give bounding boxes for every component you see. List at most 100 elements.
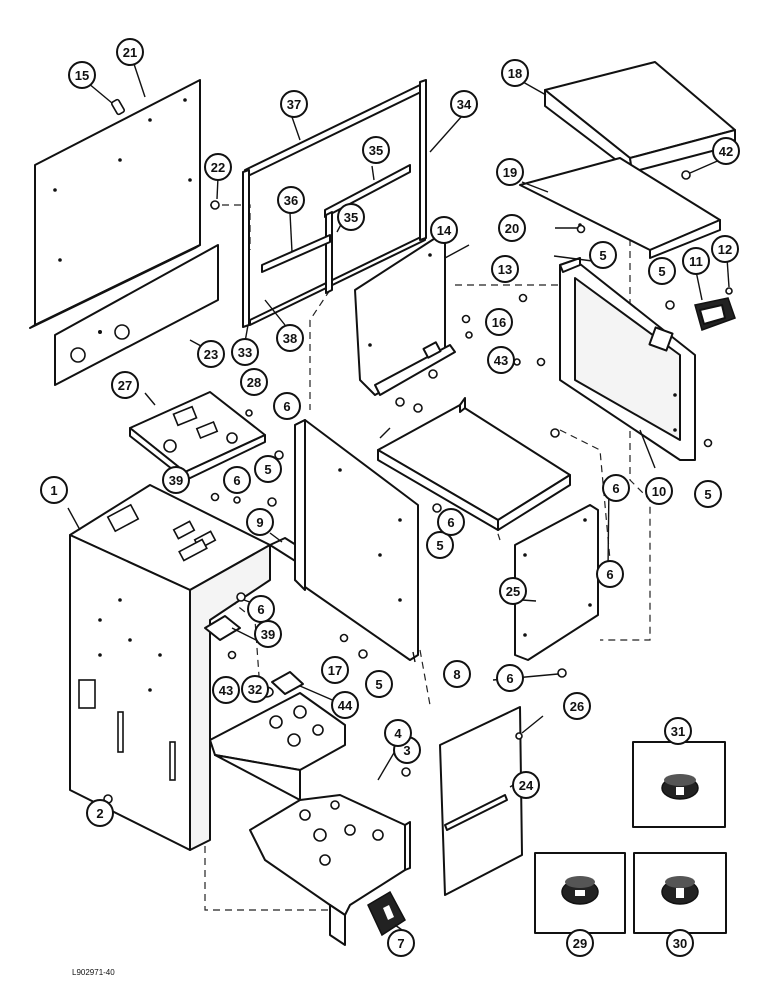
callout-10: 10 [645,477,673,505]
callout-circle [496,158,524,186]
callout-circle [68,61,96,89]
part-19-screw [339,633,349,643]
callout-39: 39 [254,620,282,648]
callout-number: 6 [447,515,454,530]
part-45-plate [271,671,304,695]
callout-6: 6 [437,508,465,536]
callout-number: 3 [403,743,410,758]
callout-circle [162,466,190,494]
callout-number: 5 [658,264,665,279]
part-11-frame [559,257,696,461]
callout-number: 13 [498,262,512,277]
callout-13: 13 [491,255,519,283]
callout-6: 6 [223,466,251,494]
callout-number: 26 [570,699,584,714]
callout-circle [40,476,68,504]
callout-number: 36 [284,193,298,208]
callout-38: 38 [276,324,304,352]
callout-circle [430,216,458,244]
part-20-cushion [544,61,736,173]
callout-circle [276,324,304,352]
callout-number: 30 [673,936,687,951]
callout-circle [645,477,673,505]
callout-5: 5 [254,455,282,483]
callout-43: 43 [487,346,515,374]
part-24-bolt [210,200,220,210]
callout-number: 43 [219,683,233,698]
callout-circle [485,308,513,336]
callout-number: 18 [508,66,522,81]
callout-number: 22 [211,160,225,175]
callout-circle [204,153,232,181]
callout-14: 14 [430,216,458,244]
callout-number: 16 [492,315,506,330]
callout-6: 6 [602,474,630,502]
callout-circle [666,929,694,957]
callout-number: 7 [397,936,404,951]
part-21-seat-plate [519,157,721,259]
callout-39: 39 [162,466,190,494]
callout-number: 5 [436,538,443,553]
callout-circle [86,799,114,827]
callout-number: 6 [283,399,290,414]
callout-33: 33 [231,338,259,366]
inset-32 [633,852,727,934]
callout-circle [111,371,139,399]
callout-23: 23 [197,340,225,368]
callout-circle [648,257,676,285]
callout-2: 2 [86,799,114,827]
callout-number: 15 [75,68,89,83]
callout-12: 12 [711,235,739,263]
callout-1: 1 [40,476,68,504]
callout-number: 29 [573,936,587,951]
callout-number: 9 [256,515,263,530]
callout-circle [682,247,710,275]
callout-5: 5 [426,531,454,559]
part-43-screw-upper [681,170,691,180]
callout-6: 6 [496,664,524,692]
callout-number: 27 [118,378,132,393]
part-9-side-plate [294,419,419,661]
callout-number: 31 [671,724,685,739]
callout-circle [512,771,540,799]
callout-number: 21 [123,45,137,60]
callout-number: 35 [344,210,358,225]
callout-27: 27 [111,371,139,399]
callout-number: 8 [453,667,460,682]
callout-26: 26 [563,692,591,720]
callout-7: 7 [387,929,415,957]
callout-circle [712,137,740,165]
inset-33 [632,741,726,828]
callout-circle [231,338,259,366]
callout-17: 17 [321,656,349,684]
callout-number: 25 [506,584,520,599]
callout-number: 35 [369,143,383,158]
part-7-fastener [233,496,241,504]
callout-number: 43 [494,353,508,368]
part-12-relay [694,297,736,331]
callout-34: 34 [450,90,478,118]
inset-31 [534,852,626,934]
callout-number: 38 [283,331,297,346]
callout-circle [426,531,454,559]
callout-circle [197,340,225,368]
callout-5: 5 [589,241,617,269]
callout-number: 14 [437,223,452,238]
callout-circle [443,660,471,688]
callout-number: 12 [718,242,732,257]
callout-31: 31 [664,717,692,745]
callout-20: 20 [498,214,526,242]
callout-5: 5 [648,257,676,285]
callout-circle [589,241,617,269]
callout-circle [711,235,739,263]
callout-circle [240,368,268,396]
callout-number: 6 [233,473,240,488]
callout-circle [331,691,359,719]
callout-35: 35 [337,203,365,231]
callout-number: 11 [689,254,703,269]
callout-number: 6 [506,671,513,686]
callout-number: 1 [50,483,57,498]
callout-circle [384,719,412,747]
